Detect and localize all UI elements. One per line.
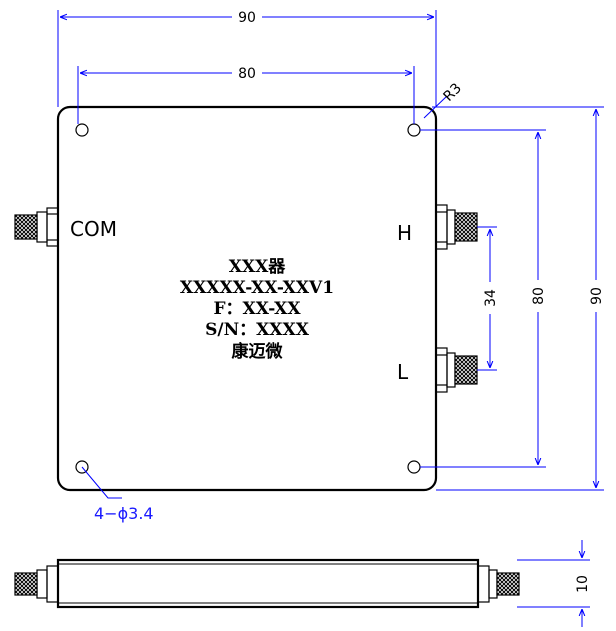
nameplate-line4: S/N：XXXX <box>205 320 310 340</box>
dim-text-hole-spacing-y: 80 <box>531 287 547 305</box>
hole-bottom-left <box>75 460 89 474</box>
side-connector-left <box>14 565 59 603</box>
side-view-body <box>56 558 480 609</box>
dim-hole-spacing-y <box>420 129 546 468</box>
connector-com <box>14 207 59 247</box>
dim-port-spacing <box>477 226 497 371</box>
port-label-com: COM <box>70 217 117 241</box>
connector-l <box>435 347 478 393</box>
dim-text-overall-width: 90 <box>238 10 256 26</box>
nameplate-line1: XXX器 <box>229 257 287 277</box>
dim-overall-width <box>57 10 437 107</box>
dim-thickness <box>517 540 590 627</box>
hole-top-left <box>75 123 89 137</box>
connector-h <box>435 204 478 250</box>
port-label-l: L <box>397 360 409 384</box>
dim-hole-spacing-x <box>77 66 415 124</box>
radius-leader <box>423 95 448 119</box>
dim-text-hole-spacing-x: 80 <box>238 66 256 82</box>
dim-overall-height <box>432 106 604 491</box>
hole-callout-text: 4−ϕ3.4 <box>94 504 154 523</box>
dim-text-radius: R3 <box>441 80 465 104</box>
nameplate-line2: XXXXX-XX-XXV1 <box>180 278 334 298</box>
dim-text-overall-height: 90 <box>589 287 605 305</box>
port-label-h: H <box>397 221 412 245</box>
nameplate-line3: F：XX-XX <box>213 299 301 319</box>
nameplate-line5: 康迈微 <box>232 341 284 362</box>
dim-text-port-spacing: 34 <box>483 289 499 307</box>
dim-text-thickness: 10 <box>575 575 591 593</box>
side-connector-right <box>477 565 520 603</box>
side-view <box>14 558 520 609</box>
hole-top-right <box>407 123 421 137</box>
nameplate: XXX器 XXXXX-XX-XXV1 F：XX-XX S/N：XXXX 康迈微 <box>180 257 334 362</box>
hole-bottom-right <box>407 460 421 474</box>
hole-leader <box>81 466 122 499</box>
housing-outline <box>56 105 438 492</box>
